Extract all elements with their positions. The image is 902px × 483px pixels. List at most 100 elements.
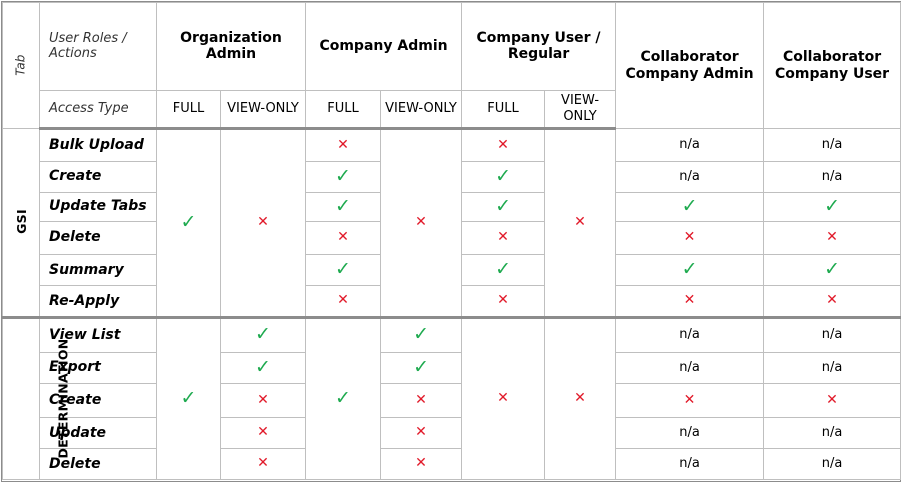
cell-colla: ✕	[615, 383, 765, 418]
check-icon: ✓	[335, 387, 351, 410]
cross-icon: ✕	[337, 292, 349, 309]
action-label: View List	[39, 315, 157, 353]
check-icon: ✓	[255, 356, 271, 379]
cross-icon: ✕	[497, 229, 509, 246]
role-header-company-admin: Company Admin	[305, 2, 463, 91]
cross-icon: ✕	[415, 424, 427, 441]
cell-collu: ✕	[763, 285, 902, 318]
cell-colla: ✕	[615, 221, 765, 255]
cross-icon: ✕	[826, 391, 838, 408]
action-label: Re-Apply	[39, 285, 157, 318]
cell-ca-full: ✓	[305, 191, 382, 223]
cell-colla: ✕	[615, 285, 765, 318]
access-view-company-user: VIEW-ONLY	[544, 89, 617, 131]
cell-det-cu-view: ✕	[544, 315, 617, 481]
not-applicable-text: n/a	[821, 456, 843, 472]
check-icon: ✓	[413, 356, 429, 379]
check-icon: ✓	[180, 211, 197, 234]
cell-det-oa-full: ✓	[156, 315, 221, 481]
tab-header-cell: Tab	[2, 1, 40, 130]
cell-colla: n/a	[615, 160, 765, 193]
cell-collu: n/a	[763, 160, 902, 193]
check-icon: ✓	[824, 258, 840, 281]
action-label: Bulk Upload	[39, 128, 157, 162]
cross-icon: ✕	[257, 455, 269, 472]
cross-icon: ✕	[497, 292, 509, 309]
not-applicable-text: n/a	[821, 360, 843, 376]
role-header-collaborator-company-user: Collaborator Company User	[763, 1, 902, 130]
cell-collu: n/a	[763, 315, 902, 353]
access-view-company-admin: VIEW-ONLY	[380, 89, 463, 131]
check-icon: ✓	[824, 195, 840, 217]
access-view-org-admin: VIEW-ONLY	[219, 89, 307, 131]
cell-gsi-cu-view: ✕	[544, 128, 617, 318]
cross-icon: ✕	[415, 214, 427, 231]
check-icon: ✓	[495, 164, 511, 187]
cell-det-ca-full: ✓	[305, 315, 382, 481]
cell-colla: n/a	[615, 351, 765, 385]
cross-icon: ✕	[257, 214, 269, 231]
check-icon: ✓	[681, 195, 698, 217]
cross-icon: ✕	[257, 424, 269, 441]
cell-collu: n/a	[763, 351, 902, 385]
cross-icon: ✕	[574, 214, 586, 231]
action-label: Summary	[39, 253, 157, 287]
role-header-company-user: Company User / Regular	[461, 2, 617, 91]
check-icon: ✓	[255, 323, 271, 346]
cell-ca-full: ✕	[305, 285, 382, 318]
cell-ca-view: ✕	[380, 416, 463, 450]
cell-collu: ✓	[763, 253, 902, 287]
check-icon: ✓	[335, 258, 351, 281]
not-applicable-text: n/a	[679, 456, 700, 472]
cell-collu: ✓	[763, 191, 902, 223]
role-header-organization-admin: Organization Admin	[155, 2, 307, 91]
cell-gsi-oa-view: ✕	[219, 128, 307, 318]
not-applicable-text: n/a	[679, 360, 700, 376]
action-label: Update	[39, 416, 157, 450]
cross-icon: ✕	[415, 455, 427, 472]
not-applicable-text: n/a	[821, 327, 843, 343]
cross-icon: ✕	[683, 391, 696, 408]
cell-collu: n/a	[763, 448, 902, 480]
cross-icon: ✕	[683, 229, 696, 246]
cell-cu-full: ✓	[461, 191, 546, 223]
cell-colla: n/a	[615, 448, 765, 480]
action-label: Update Tabs	[39, 191, 157, 223]
cell-ca-full: ✕	[305, 221, 382, 255]
cell-ca-view: ✓	[380, 315, 463, 353]
access-full-company-user: FULL	[461, 89, 546, 131]
cell-collu: ✕	[763, 383, 902, 418]
cell-colla: n/a	[615, 315, 765, 353]
check-icon: ✓	[413, 323, 429, 346]
cell-oa-view: ✕	[219, 383, 307, 418]
action-label: Export	[39, 351, 157, 385]
check-icon: ✓	[495, 258, 511, 281]
action-label: Delete	[39, 448, 157, 480]
section-tab-gsi: GSI	[2, 128, 40, 318]
not-applicable-text: n/a	[679, 168, 700, 184]
cross-icon: ✕	[683, 292, 696, 309]
check-icon: ✓	[681, 258, 698, 281]
tab-header-label: Tab	[13, 54, 28, 76]
cell-ca-full: ✓	[305, 253, 382, 287]
cell-cu-full: ✕	[461, 128, 546, 162]
cell-collu: n/a	[763, 416, 902, 450]
cell-ca-full: ✓	[305, 160, 382, 193]
cell-gsi-oa-full: ✓	[156, 128, 221, 318]
cell-colla: n/a	[615, 416, 765, 450]
access-type-label: Access Type	[39, 89, 157, 131]
cross-icon: ✕	[257, 391, 269, 408]
cross-icon: ✕	[337, 229, 349, 246]
cell-det-cu-full: ✕	[461, 315, 546, 481]
not-applicable-text: n/a	[679, 137, 700, 153]
not-applicable-text: n/a	[679, 327, 700, 343]
cross-icon: ✕	[826, 229, 838, 246]
cross-icon: ✕	[574, 390, 586, 407]
cell-oa-view: ✓	[219, 315, 307, 353]
cross-icon: ✕	[415, 391, 427, 408]
not-applicable-text: n/a	[821, 168, 843, 184]
action-label: Delete	[39, 221, 157, 255]
cell-oa-view: ✕	[219, 448, 307, 480]
cell-oa-view: ✕	[219, 416, 307, 450]
